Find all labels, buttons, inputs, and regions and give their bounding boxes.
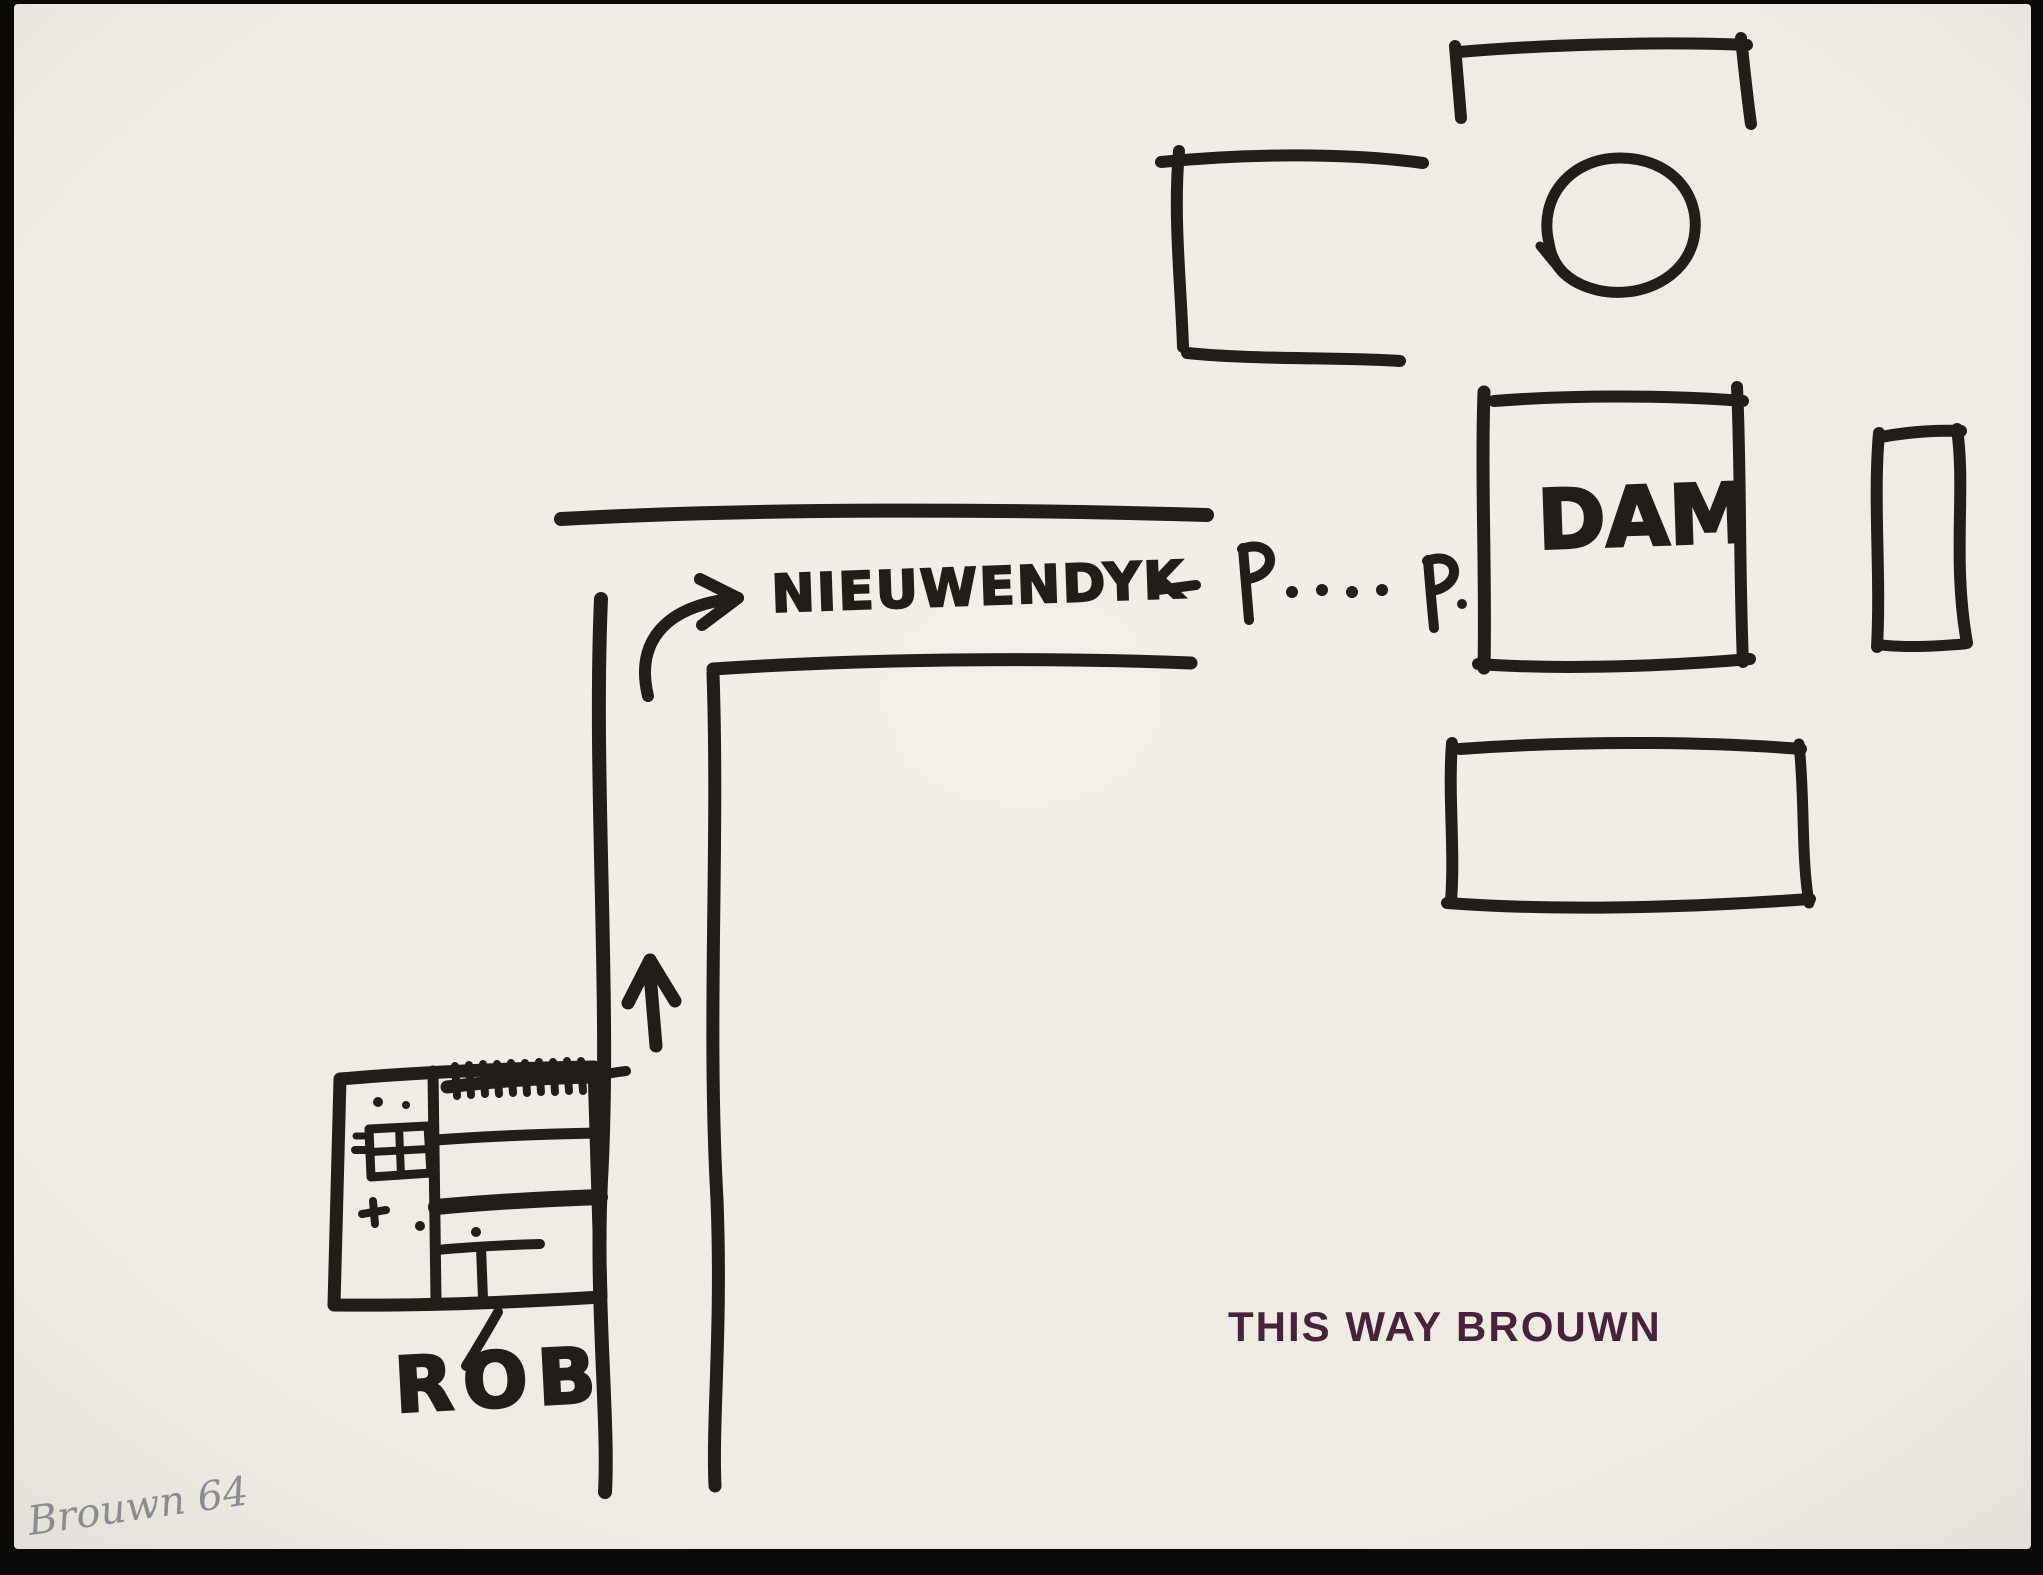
- route-dot: [1316, 584, 1328, 596]
- building-hatch: [451, 1062, 461, 1100]
- block-edge: [1441, 893, 1816, 914]
- building-detail: [587, 1066, 631, 1083]
- block-edge: [1731, 381, 1749, 668]
- route-dot: [1376, 584, 1388, 596]
- building-detail: [431, 1239, 545, 1255]
- street-line-bottom: [706, 653, 1198, 676]
- street-nieuwendyk: NIEUWENDYK: [554, 503, 1214, 676]
- block-edge: [1951, 423, 1973, 649]
- flag-symbol: [1422, 553, 1459, 596]
- city-block-top: [1449, 32, 1757, 130]
- block-edge: [1449, 40, 1467, 124]
- city-block-south: [1441, 737, 1816, 914]
- building-detail: [476, 1242, 488, 1304]
- building-detail: [440, 1070, 598, 1094]
- building-hatch: [563, 1057, 573, 1095]
- up-arrow-head: [643, 953, 682, 1008]
- rob-label: ROB: [392, 1330, 607, 1430]
- up-arrow-head: [621, 953, 657, 1010]
- block-edge: [1170, 145, 1189, 353]
- block-edge: [1155, 149, 1429, 169]
- circle-tail: [1535, 241, 1559, 268]
- block-edge: [1472, 653, 1756, 673]
- building-hatch: [507, 1059, 517, 1097]
- dam-label: DAM: [1536, 466, 1752, 568]
- rob-building: ROB: [327, 1057, 631, 1431]
- building-detail: [430, 1127, 605, 1146]
- building-dot: [402, 1101, 410, 1109]
- flag-symbol: [1238, 543, 1254, 625]
- street-line-top: [554, 503, 1214, 526]
- city-block-west: [1155, 145, 1429, 367]
- block-edge: [1444, 737, 1459, 907]
- turn-arrow-shaft: [639, 593, 736, 702]
- street-vertical: [591, 592, 725, 1499]
- flag-symbol: [1237, 541, 1275, 584]
- route-markers: [1153, 541, 1490, 633]
- block-edge: [1454, 737, 1807, 755]
- block-edge: [1476, 385, 1491, 675]
- building-detail: [427, 1065, 442, 1306]
- block-edge: [1875, 638, 1970, 653]
- route-dot: [1286, 586, 1298, 598]
- building-dot: [471, 1227, 481, 1237]
- up-arrow-shaft: [643, 967, 663, 1053]
- building-hatch: [493, 1060, 503, 1098]
- route-dash: [1153, 580, 1201, 595]
- paper-shading: [14, 4, 2031, 1549]
- building-hatch: [577, 1057, 587, 1095]
- block-edge: [1870, 427, 1885, 653]
- building-detail: [369, 1197, 379, 1228]
- city-block-east: [1870, 423, 1973, 653]
- building-hatch: [549, 1058, 559, 1096]
- building-hatch: [535, 1058, 545, 1096]
- caption-text: THIS WAY BROUWN: [1228, 1303, 1662, 1350]
- route-dot: [1457, 599, 1467, 609]
- block-edge: [1181, 347, 1406, 367]
- block-edge: [1875, 424, 1967, 443]
- building-detail: [395, 1123, 405, 1179]
- building-hatch: [465, 1061, 475, 1099]
- turn-arrow-head: [696, 592, 744, 631]
- building-dot: [373, 1097, 383, 1107]
- building-detail: [364, 1121, 436, 1182]
- street-line-right: [706, 666, 725, 1493]
- building-hatch: [479, 1060, 489, 1098]
- building-detail: [428, 1189, 608, 1215]
- building-dot: [415, 1221, 425, 1231]
- block-edge: [1453, 37, 1753, 58]
- route-dot: [1480, 601, 1490, 611]
- turn-arrow-head: [694, 573, 744, 604]
- block-edge: [1735, 32, 1757, 130]
- building-hatch: [521, 1059, 531, 1097]
- block-edge: [1793, 738, 1815, 909]
- circle-outline: [1541, 152, 1701, 298]
- up-arrow: [621, 953, 682, 1053]
- label-pointer-line: [461, 1307, 503, 1371]
- route-dot: [1346, 586, 1358, 598]
- street-label: NIEUWENDYK: [770, 551, 1186, 625]
- street-line-left: [591, 592, 613, 1499]
- block-edge: [1488, 390, 1749, 407]
- dam-square: DAM: [1472, 381, 1756, 675]
- roundabout-circle: [1535, 152, 1701, 298]
- turn-arrow: [639, 573, 744, 702]
